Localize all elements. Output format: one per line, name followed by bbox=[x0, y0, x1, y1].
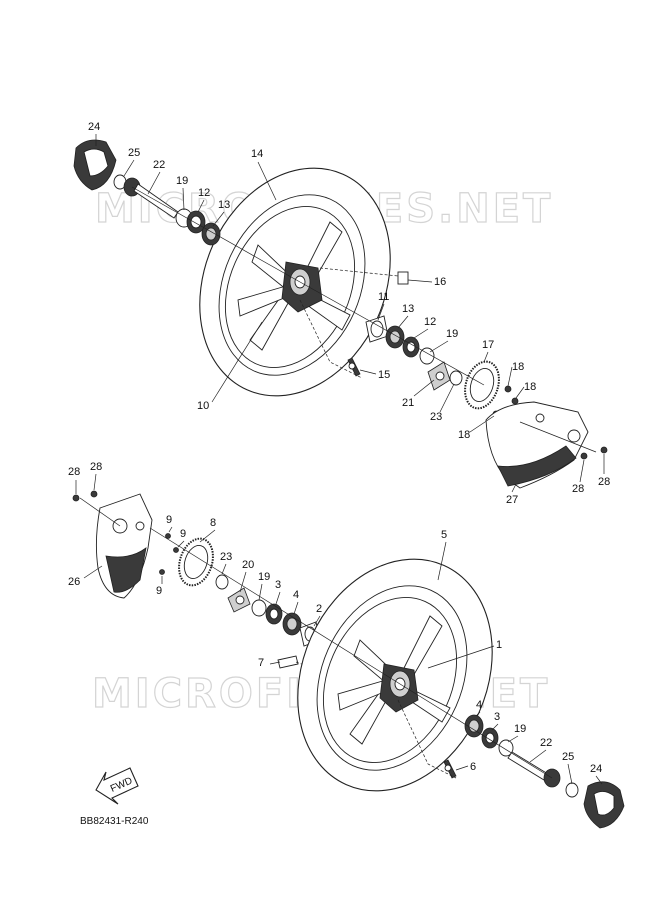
lower-guard-26[interactable] bbox=[95, 493, 153, 599]
upper-wheel[interactable] bbox=[165, 138, 425, 427]
callout-1: 1 bbox=[496, 639, 502, 651]
callout-19-lower: 19 bbox=[258, 571, 270, 583]
callout-4b: 4 bbox=[476, 699, 482, 711]
callout-24-lower: 24 bbox=[590, 763, 602, 775]
lower-circlip-25[interactable] bbox=[565, 782, 579, 798]
callout-9c: 9 bbox=[156, 585, 162, 597]
lower-washer-23[interactable] bbox=[215, 574, 229, 590]
lower-bearing-4[interactable] bbox=[282, 612, 302, 636]
callout-16: 16 bbox=[434, 276, 446, 288]
callout-9a: 9 bbox=[166, 514, 172, 526]
upper-guard-27[interactable] bbox=[485, 401, 589, 489]
callout-6: 6 bbox=[470, 761, 476, 773]
callout-20: 20 bbox=[242, 559, 254, 571]
lower-gear-unit-20[interactable] bbox=[227, 587, 251, 613]
callout-5: 5 bbox=[441, 529, 447, 541]
callout-22-lower: 22 bbox=[540, 737, 552, 749]
callout-18c: 18 bbox=[458, 429, 470, 441]
callout-24: 24 bbox=[88, 121, 100, 133]
bolt-28a[interactable] bbox=[580, 452, 588, 460]
callout-19-lower-b: 19 bbox=[514, 723, 526, 735]
lower-seal-3b[interactable] bbox=[481, 727, 499, 749]
callout-26: 26 bbox=[68, 576, 80, 588]
lower-wheel-assembly: 28 28 9 9 9 8 26 23 20 19 3 4 2 5 1 7 4 … bbox=[68, 461, 625, 829]
balance-weight-7[interactable] bbox=[277, 655, 299, 669]
upper-bearing-13b[interactable] bbox=[385, 325, 405, 349]
callout-14: 14 bbox=[251, 148, 263, 160]
callout-28a: 28 bbox=[572, 483, 584, 495]
sensor-rotor-17[interactable] bbox=[459, 357, 504, 413]
lower-seal-3[interactable] bbox=[265, 603, 283, 625]
upper-spacer-11[interactable] bbox=[365, 315, 389, 343]
lower-axle-cap-24[interactable] bbox=[583, 781, 625, 829]
callout-13: 13 bbox=[218, 199, 230, 211]
callout-21: 21 bbox=[402, 397, 414, 409]
diagram-code: BB82431-R240 bbox=[80, 816, 149, 827]
bolt-28b[interactable] bbox=[600, 446, 608, 454]
callout-27: 27 bbox=[506, 494, 518, 506]
lower-bolt-9b[interactable] bbox=[173, 547, 179, 553]
lower-axle-22[interactable] bbox=[507, 751, 561, 788]
callout-12: 12 bbox=[198, 187, 210, 199]
callout-17: 17 bbox=[482, 339, 494, 351]
upper-axle-cap-24[interactable] bbox=[73, 139, 117, 191]
fwd-arrow: FWD bbox=[95, 767, 139, 805]
lower-bolt-28a[interactable] bbox=[72, 494, 80, 502]
upper-bearing-13[interactable] bbox=[201, 222, 221, 246]
callout-25: 25 bbox=[128, 147, 140, 159]
lower-wheel[interactable] bbox=[262, 528, 528, 822]
callout-19b: 19 bbox=[446, 328, 458, 340]
callout-2: 2 bbox=[316, 603, 322, 615]
callout-9b: 9 bbox=[180, 528, 186, 540]
lower-bearing-4b[interactable] bbox=[464, 714, 484, 738]
lower-collar-19[interactable] bbox=[251, 599, 267, 617]
callout-15: 15 bbox=[378, 369, 390, 381]
callout-3: 3 bbox=[275, 579, 281, 591]
bolt-18a[interactable] bbox=[504, 385, 512, 393]
callout-19: 19 bbox=[176, 175, 188, 187]
upper-washer-23[interactable] bbox=[449, 370, 463, 386]
callout-10: 10 bbox=[197, 400, 209, 412]
callout-8: 8 bbox=[210, 517, 216, 529]
callout-3b: 3 bbox=[494, 711, 500, 723]
callout-22: 22 bbox=[153, 159, 165, 171]
callout-23: 23 bbox=[430, 411, 442, 423]
callout-11: 11 bbox=[378, 291, 389, 303]
lower-callout-28a: 28 bbox=[68, 466, 80, 478]
callout-4: 4 bbox=[293, 589, 299, 601]
callout-18a: 18 bbox=[512, 361, 524, 373]
lower-callout-28b: 28 bbox=[90, 461, 102, 473]
bolt-18b[interactable] bbox=[511, 397, 519, 405]
upper-gear-unit-21[interactable] bbox=[427, 361, 451, 391]
callout-25-lower: 25 bbox=[562, 751, 574, 763]
lower-bolt-9c[interactable] bbox=[159, 569, 165, 575]
callout-18b: 18 bbox=[524, 381, 536, 393]
upper-wheel-assembly: 24 25 22 19 12 13 14 16 11 13 12 19 17 1… bbox=[73, 121, 610, 506]
callout-7: 7 bbox=[258, 657, 264, 669]
valve-15[interactable] bbox=[347, 357, 361, 377]
lower-bolt-28b[interactable] bbox=[90, 490, 98, 498]
valve-6[interactable] bbox=[443, 759, 457, 779]
lower-bolt-9a[interactable] bbox=[165, 533, 171, 539]
sensor-rotor-8[interactable] bbox=[173, 534, 218, 590]
balance-weight-16[interactable] bbox=[397, 271, 409, 285]
callout-13b: 13 bbox=[402, 303, 414, 315]
callout-28b: 28 bbox=[598, 476, 610, 488]
callout-12b: 12 bbox=[424, 316, 436, 328]
callout-23-lower: 23 bbox=[220, 551, 232, 563]
